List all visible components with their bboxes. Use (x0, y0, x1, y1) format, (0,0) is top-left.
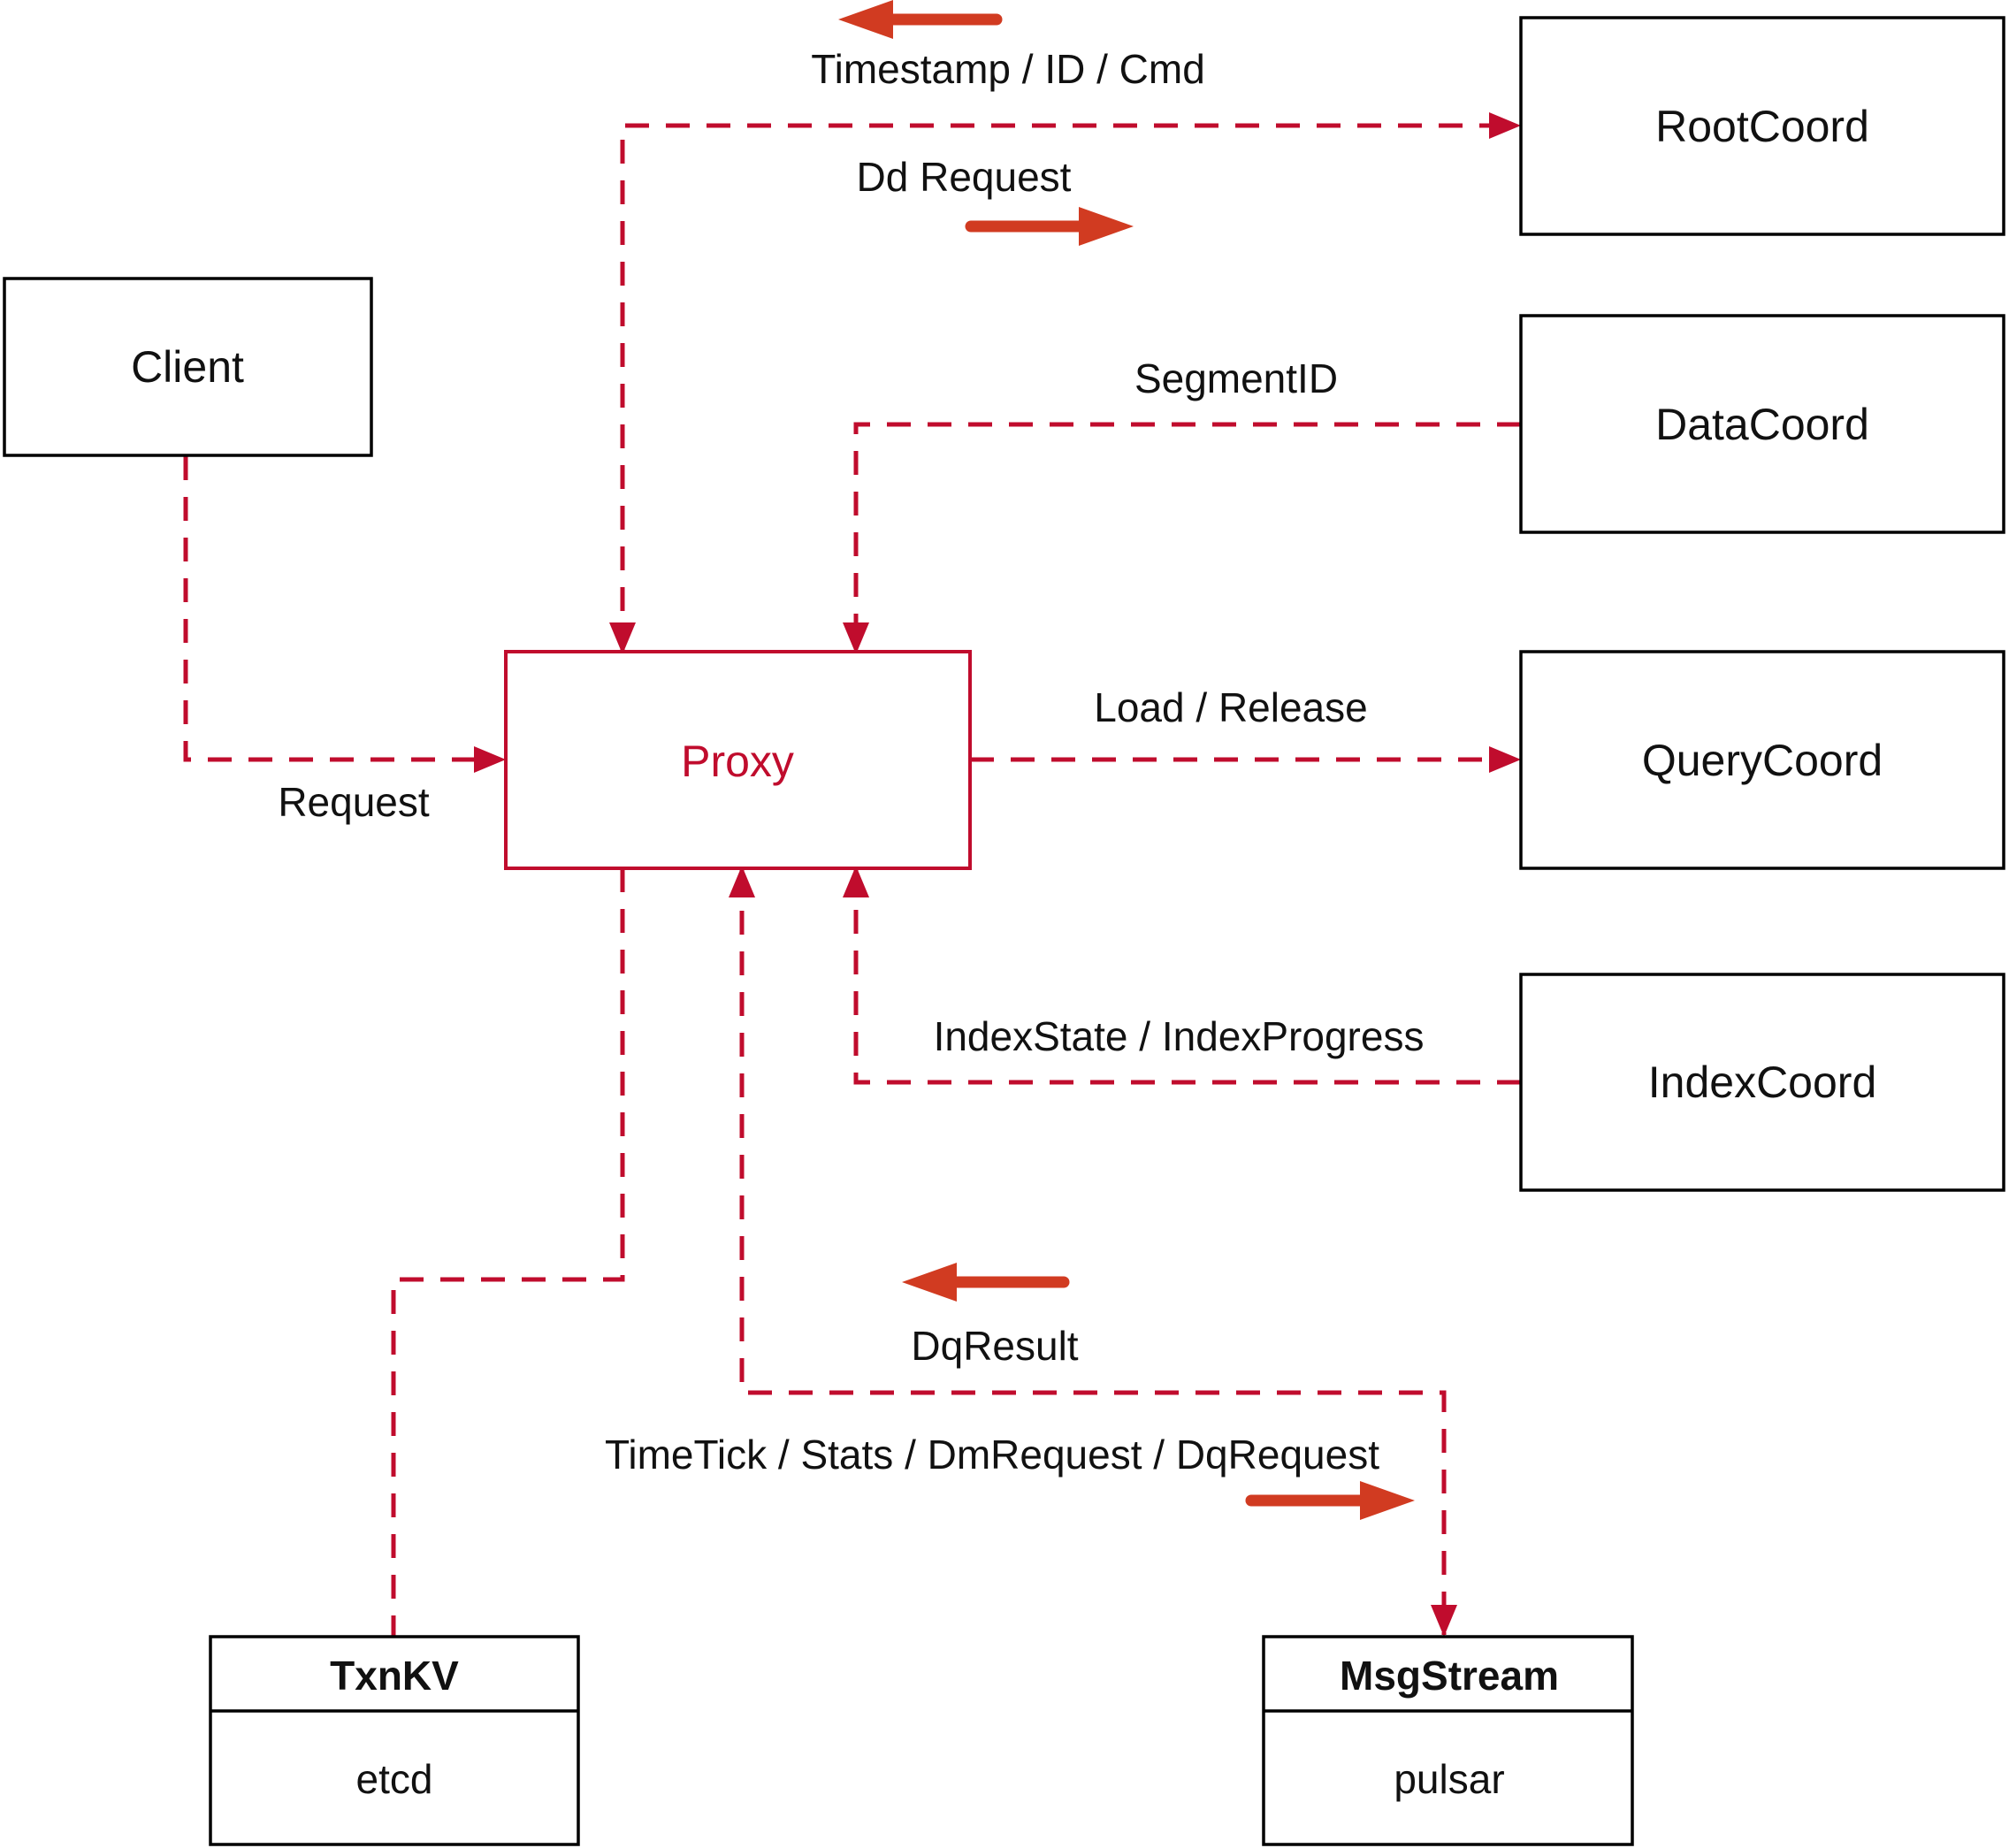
arrowhead-into-proxy-left (474, 746, 506, 773)
label-load-release: Load / Release (1094, 684, 1367, 730)
edge-proxy-txnkv (391, 868, 625, 1637)
edge-indexcoord-to-proxy (853, 870, 1521, 1085)
arrowhead-into-querycoord (1489, 746, 1521, 773)
txnkv-title: TxnKV (330, 1653, 459, 1699)
client-node (3, 277, 373, 457)
label-timestamp-id-cmd: Timestamp / ID / Cmd (811, 46, 1205, 92)
indexcoord-node (1519, 973, 2005, 1192)
edge-proxy-msgstream (739, 870, 1447, 1635)
time-tick-right-arrow-icon (1360, 1481, 1415, 1520)
label-segment-id: SegmentID (1134, 355, 1338, 401)
txnkv-impl: etcd (356, 1756, 433, 1802)
right-direction-arrow-icon (1079, 207, 1134, 246)
edge-datacoord-to-proxy (853, 422, 1521, 651)
proxy-label: Proxy (681, 737, 794, 786)
msgstream-title: MsgStream (1340, 1653, 1559, 1699)
msgstream-impl: pulsar (1394, 1756, 1504, 1802)
arrowhead-into-proxy-bottom-center (729, 866, 755, 897)
txnkv-node (209, 1635, 580, 1846)
arrowhead-into-proxy-top-left (609, 622, 636, 654)
label-time-tick: TimeTick / Stats / DmRequest / DqRequest (605, 1432, 1379, 1478)
proxy-node (504, 650, 972, 870)
dq-result-left-arrow-icon (902, 1263, 957, 1302)
arrowhead-into-proxy-top-right (843, 622, 869, 654)
datacoord-node (1519, 314, 2005, 534)
querycoord-label: QueryCoord (1642, 736, 1883, 785)
label-dq-result: DqResult (911, 1323, 1078, 1369)
label-index-state: IndexState / IndexProgress (934, 1013, 1425, 1059)
datacoord-label: DataCoord (1655, 400, 1869, 449)
label-dd-request: Dd Request (857, 154, 1072, 200)
edge-proxy-rootcoord (620, 123, 1491, 652)
arrowhead-into-proxy-bottom-right (843, 866, 869, 897)
querycoord-node (1519, 650, 2005, 870)
left-direction-arrow-icon (838, 0, 893, 39)
rootcoord-node (1519, 16, 2005, 236)
msgstream-node (1262, 1635, 1634, 1846)
rootcoord-label: RootCoord (1655, 102, 1869, 151)
edge-client-to-proxy (183, 456, 477, 762)
client-label: Client (131, 342, 244, 392)
arrowhead-into-rootcoord (1489, 112, 1521, 139)
label-request: Request (278, 779, 430, 825)
arrowhead-into-msgstream (1431, 1605, 1457, 1637)
indexcoord-label: IndexCoord (1648, 1058, 1877, 1107)
